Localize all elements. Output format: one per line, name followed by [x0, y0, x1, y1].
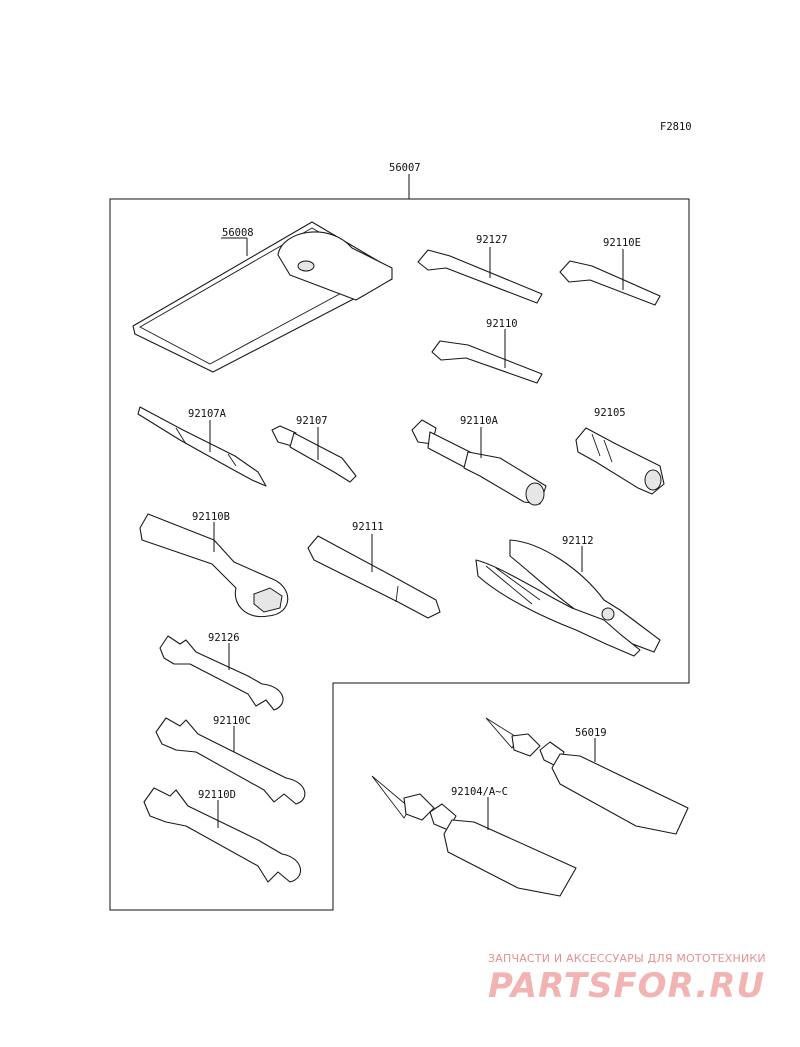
label-open-wrench-92126: 92126 — [208, 632, 240, 644]
label-open-wrench-92110d: 92110D — [198, 789, 236, 801]
label-grease-tube-56019: 56019 — [575, 727, 607, 739]
watermark-logo: PARTSFOR.RU — [488, 966, 766, 1006]
grease-tube-56019 — [485, 717, 689, 835]
label-grease-tubes-92104: 92104/A~C — [451, 786, 508, 798]
handle-92105 — [575, 427, 665, 495]
figure-code: F2810 — [660, 121, 692, 133]
label-screwdriver-92107a: 92107A — [188, 408, 227, 420]
hex-wrench-92127 — [417, 247, 543, 304]
hex-wrench-92110 — [431, 329, 543, 384]
socket-wrench-92110a — [411, 419, 547, 506]
label-pliers-92112: 92112 — [562, 535, 594, 547]
screwdriver-92107 — [271, 425, 357, 483]
label-hex-wrench-92110: 92110 — [486, 318, 518, 330]
label-handle-92105: 92105 — [594, 407, 626, 419]
label-socket-wrench-92110a: 92110A — [460, 415, 499, 427]
kit-frame — [109, 174, 690, 911]
label-hex-wrench-92110e: 92110E — [603, 237, 641, 249]
open-wrench-92126 — [159, 635, 284, 711]
label-screwdriver-92107: 92107 — [296, 415, 328, 427]
bar-92111 — [307, 534, 441, 619]
label-hex-wrench-92127: 92127 — [476, 234, 508, 246]
label-kit: 56007 — [389, 162, 421, 174]
tool-pouch — [132, 221, 393, 373]
label-pouch: 56008 — [222, 227, 254, 239]
open-wrench-92110c — [155, 717, 306, 805]
label-bar-92111: 92111 — [352, 521, 384, 533]
open-wrench-92110d — [143, 787, 301, 883]
screwdriver-92107a — [137, 406, 267, 487]
label-ring-wrench-92110b: 92110B — [192, 511, 230, 523]
grease-tubes-92104 — [371, 775, 577, 897]
label-open-wrench-92110c: 92110C — [213, 715, 251, 727]
ring-wrench-92110b — [139, 513, 289, 618]
pliers-92112 — [475, 539, 661, 657]
hex-wrench-92110e — [559, 249, 661, 306]
watermark-caption: ЗАПЧАСТИ И АКСЕССУАРЫ ДЛЯ МОТОТЕХНИКИ — [488, 952, 766, 965]
